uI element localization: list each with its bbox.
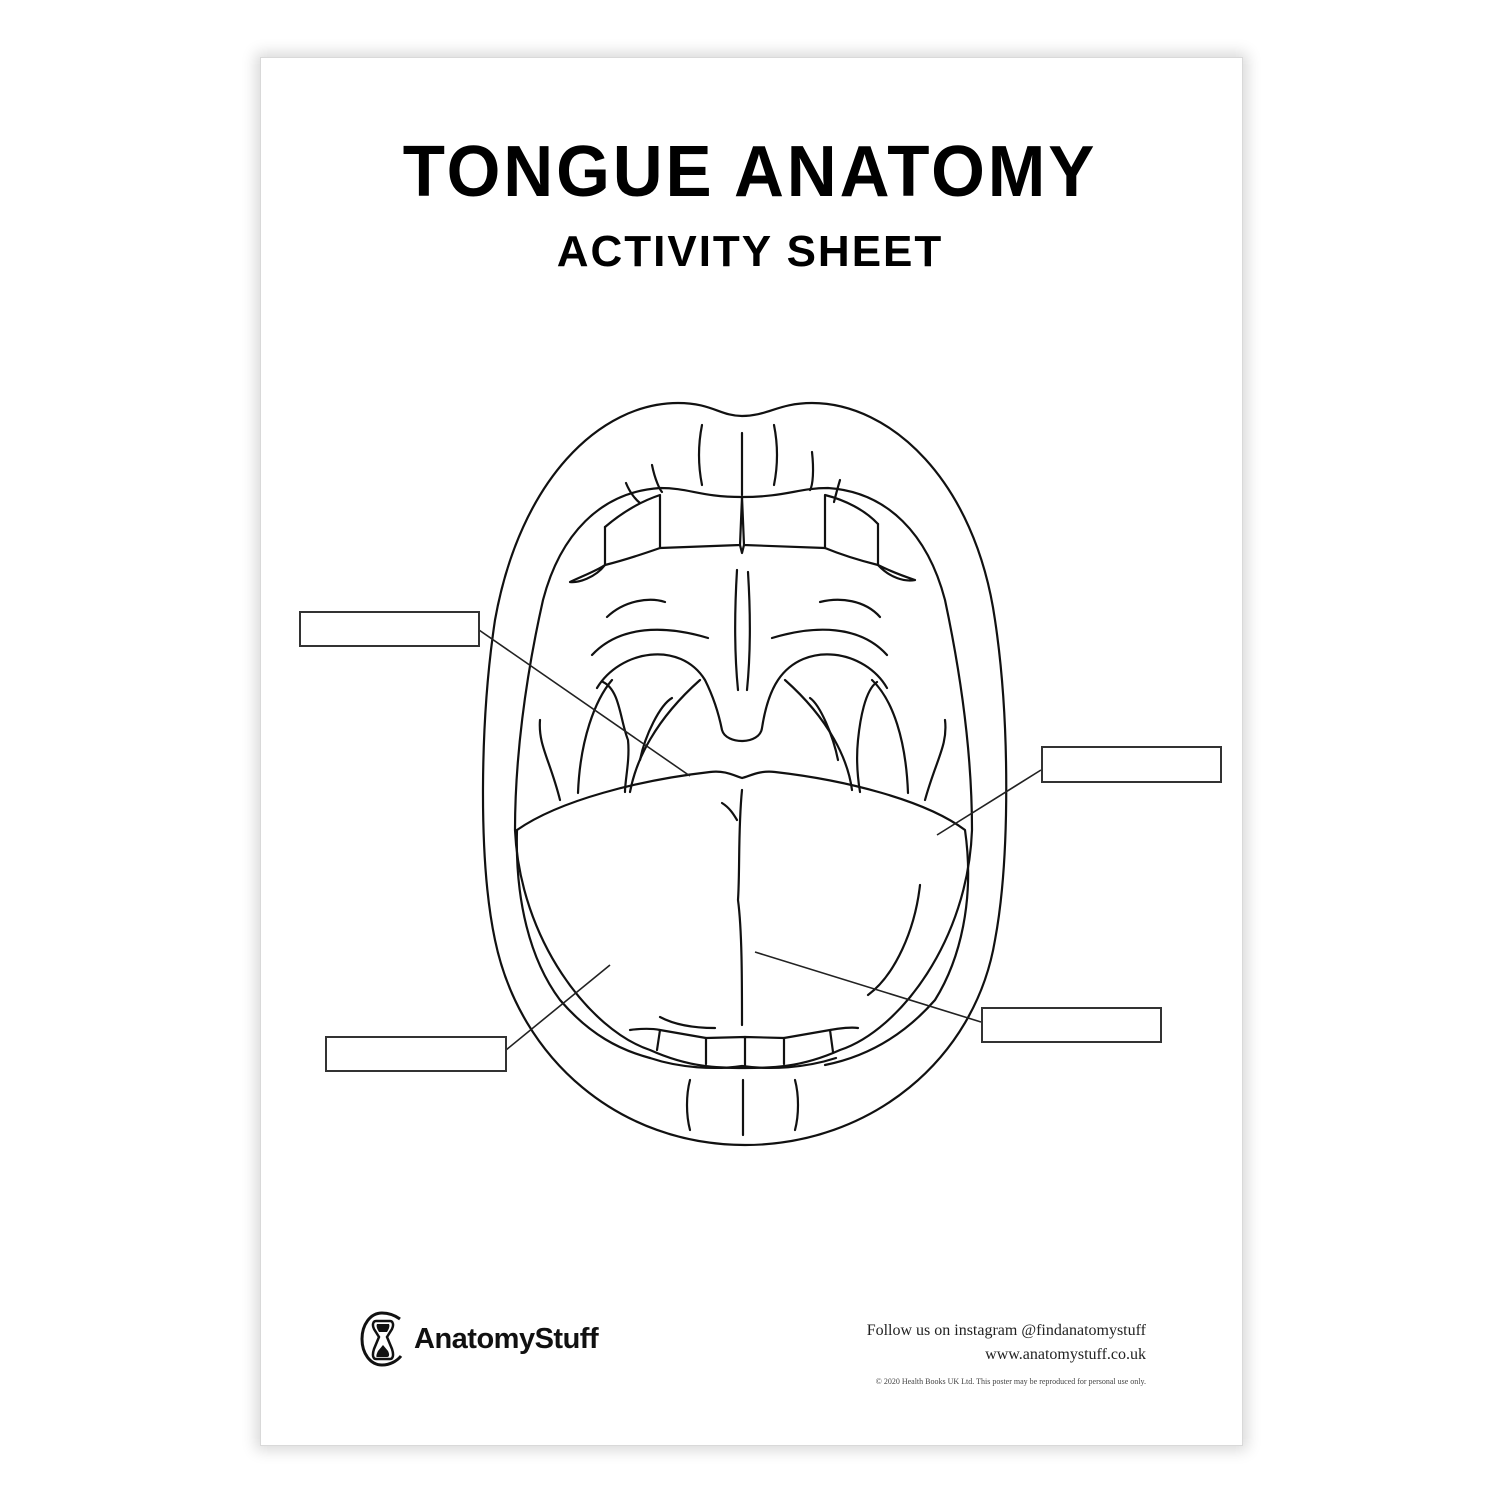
lower-teeth bbox=[628, 1026, 860, 1040]
website-url: www.anatomystuff.co.uk bbox=[985, 1346, 1146, 1363]
hourglass-circle-icon bbox=[360, 1311, 403, 1367]
footer-info: Follow us on instagram @findanatomystuff… bbox=[867, 1320, 1146, 1388]
leader-line-2 bbox=[936, 769, 1042, 836]
label-answer-3[interactable] bbox=[327, 1038, 505, 1070]
page-subtitle: ACTIVITY SHEET bbox=[556, 227, 944, 276]
leader-line-4 bbox=[754, 951, 982, 1023]
leader-line-3 bbox=[505, 964, 611, 1051]
tongue-outline bbox=[515, 770, 970, 1067]
label-box-4[interactable] bbox=[981, 1007, 1162, 1043]
outer-lip-outline bbox=[481, 401, 1008, 1147]
instagram-handle: Follow us on instagram @findanatomystuff bbox=[866, 1322, 1146, 1339]
brand-name: AnatomyStuff bbox=[414, 1322, 599, 1355]
median-sulcus bbox=[736, 788, 744, 1027]
anatomystuff-logo: AnatomyStuff bbox=[360, 1310, 599, 1368]
label-box-1[interactable] bbox=[299, 611, 480, 647]
label-answer-4[interactable] bbox=[983, 1009, 1160, 1041]
uvula bbox=[595, 653, 889, 743]
label-answer-1[interactable] bbox=[301, 613, 478, 645]
leader-line-1 bbox=[478, 629, 691, 777]
label-box-2[interactable] bbox=[1041, 746, 1222, 783]
page-title: TONGUE ANATOMY bbox=[402, 132, 1098, 212]
label-answer-2[interactable] bbox=[1043, 748, 1220, 781]
upper-teeth bbox=[603, 493, 744, 550]
label-box-3[interactable] bbox=[325, 1036, 507, 1072]
copyright-notice: © 2020 Health Books UK Ltd. This poster … bbox=[875, 1377, 1146, 1386]
